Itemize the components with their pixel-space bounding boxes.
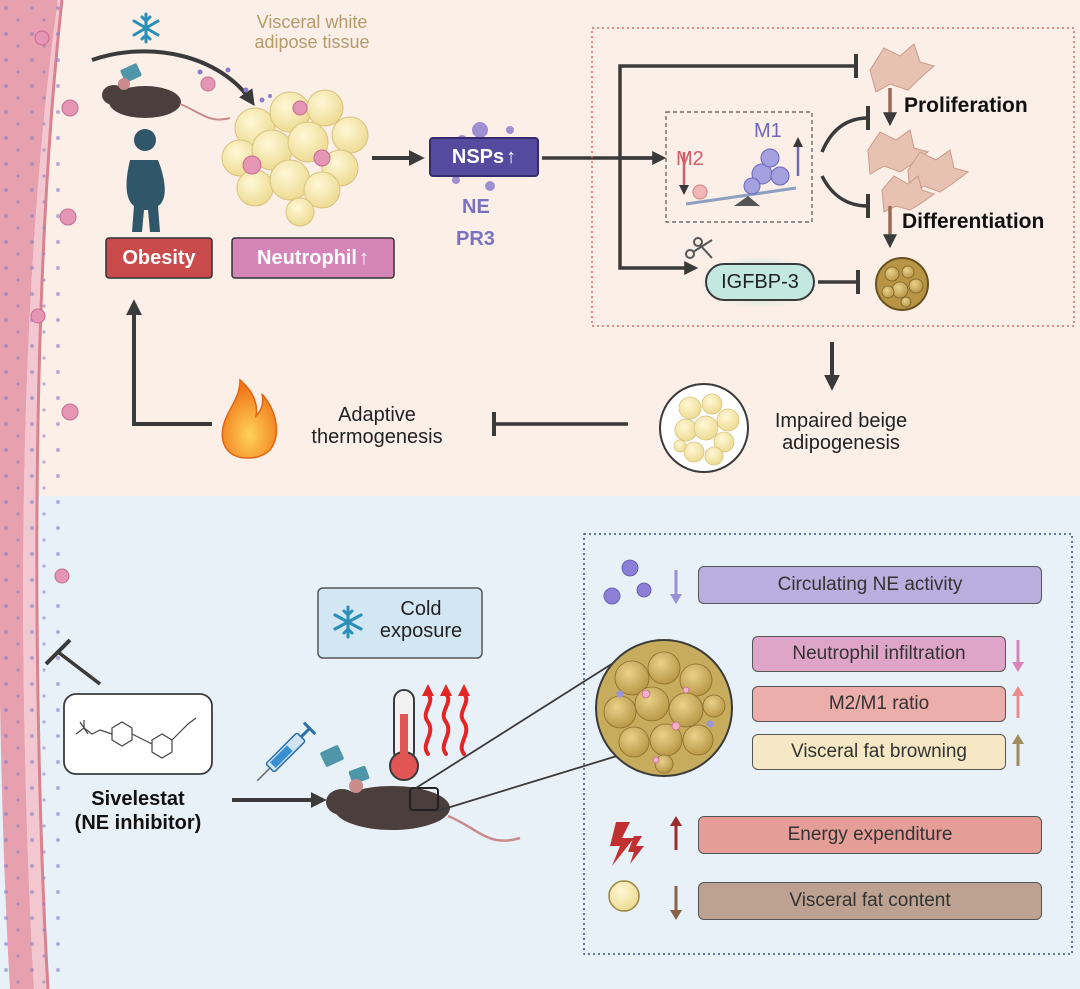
effect-item: Visceral fat browning xyxy=(752,734,1006,770)
sivelestat-structure xyxy=(75,717,197,759)
neutrophil-box xyxy=(231,237,395,279)
ne-particles xyxy=(603,559,652,605)
pr3-label: PR3 xyxy=(456,228,495,250)
lightning-icon xyxy=(610,822,644,866)
scissors-icon xyxy=(685,237,713,259)
effect-label: Visceral fat browning xyxy=(790,741,968,762)
igfbp3-box xyxy=(705,263,815,301)
igfbp3-label: IGFBP-3 xyxy=(721,271,799,293)
drug-name-label: Sivelestat xyxy=(91,788,185,810)
thermogenesis-label: Adaptive thermogenesis xyxy=(311,404,443,448)
effect-label: M2/M1 ratio xyxy=(828,693,930,714)
human-icon xyxy=(126,129,165,232)
visceral-adipose-tissue xyxy=(200,76,369,227)
effect-item: Visceral fat content xyxy=(698,882,1042,920)
m1-label: M1 xyxy=(754,120,782,142)
nsps-text: NSPs xyxy=(451,146,505,168)
thermometer-icon xyxy=(389,689,419,781)
effect-item: Energy expenditure xyxy=(698,816,1042,854)
effect-arrow-head xyxy=(1012,734,1024,744)
mechanism-box xyxy=(591,27,1075,327)
arrow-to-igfbp3 xyxy=(618,158,699,275)
up-arrow-icon: ↑ xyxy=(359,247,369,269)
mature-adipocyte xyxy=(875,257,929,311)
effect-arrow-head xyxy=(670,910,682,920)
effect-arrow-head xyxy=(670,816,682,826)
snowflake-icon xyxy=(333,605,363,639)
fat-droplet-icon xyxy=(608,880,640,912)
nsps-box xyxy=(429,137,539,177)
neutrophil-text: Neutrophil xyxy=(257,247,357,269)
macrophage-box xyxy=(665,111,813,223)
differentiation-label: Differentiation xyxy=(902,210,1045,233)
flame-icon xyxy=(221,378,278,459)
obesity-text: Obesity xyxy=(122,247,196,269)
blood-vessel xyxy=(0,0,79,989)
beige-label: Impaired beige adipogenesis xyxy=(774,410,908,454)
effect-label: Energy expenditure xyxy=(787,824,953,845)
proliferation-label: Proliferation xyxy=(904,94,1028,117)
m2-label: M2 xyxy=(676,148,704,170)
effect-item: Circulating NE activity xyxy=(698,566,1042,604)
effect-item: M2/M1 ratio xyxy=(752,686,1006,722)
obesity-label: Obesity xyxy=(106,238,212,278)
inhibit-line-top xyxy=(618,64,856,160)
mouse-icon xyxy=(320,745,521,842)
zoomed-tissue xyxy=(595,639,733,777)
mouse-icon xyxy=(102,63,231,121)
effect-arrow-head xyxy=(1012,662,1024,672)
snowflake-icon xyxy=(132,12,160,44)
neutrophil-label: Neutrophil ↑ xyxy=(232,238,394,278)
up-arrow-icon: ↑ xyxy=(506,146,517,168)
arrow-to-tissue xyxy=(91,49,255,106)
effect-label: Neutrophil infiltration xyxy=(792,643,966,664)
ne-label: NE xyxy=(462,196,490,218)
syringe-icon xyxy=(256,721,317,782)
cold-exposure-label: Cold exposure xyxy=(379,598,463,642)
cold-exposure-box xyxy=(317,587,483,659)
arrow-to-obesity xyxy=(126,299,212,426)
obesity-box xyxy=(105,237,213,279)
effect-item: Neutrophil infiltration xyxy=(752,636,1006,672)
tissue-label: Visceral white adipose tissue xyxy=(254,12,370,52)
heat-waves-icon xyxy=(422,684,470,756)
effect-arrow-head xyxy=(1012,686,1024,696)
effect-label: Circulating NE activity xyxy=(777,574,963,595)
preadipocyte-cell xyxy=(867,43,970,213)
nsps-label: NSPs ↑ xyxy=(430,138,538,176)
beige-tissue xyxy=(659,383,749,473)
effect-label: Visceral fat content xyxy=(789,890,951,911)
macrophage-seesaw xyxy=(685,148,797,206)
effects-box xyxy=(583,533,1073,955)
effect-arrow-head xyxy=(670,594,682,604)
sivelestat-structure-box xyxy=(63,693,213,775)
drug-note-label: (NE inhibitor) xyxy=(74,812,202,834)
